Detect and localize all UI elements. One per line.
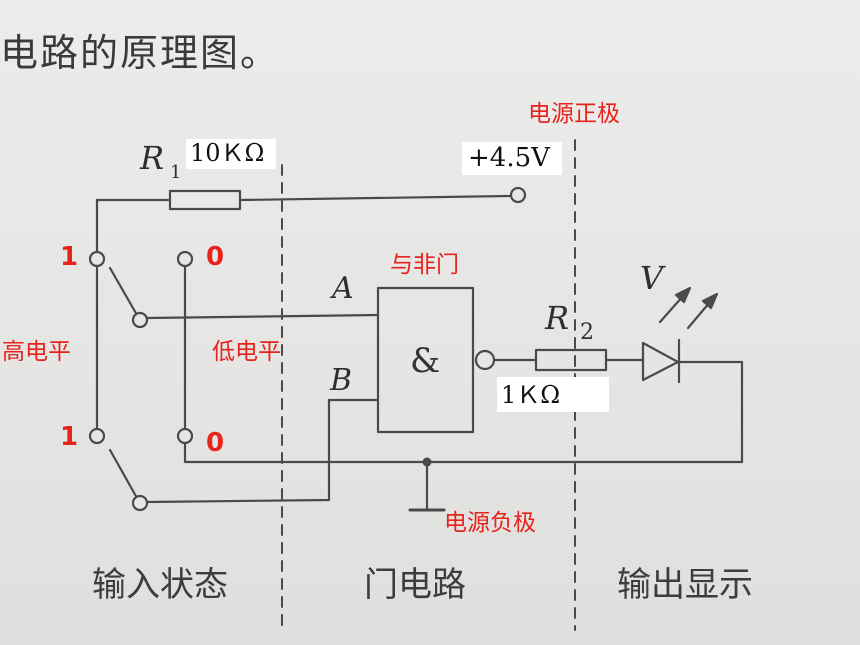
led-ray-2 — [686, 300, 712, 330]
switch-low-top-label: 0 — [206, 242, 225, 272]
section-gate-label: 门电路 — [364, 565, 466, 605]
voltage-label: +4.5V — [462, 142, 562, 175]
switch-b-pivot — [131, 494, 149, 512]
section-input-label: 输入状态 — [92, 565, 228, 605]
gate-name-label: 与非门 — [390, 252, 459, 278]
nand-gate-box — [376, 286, 475, 434]
terminal-positive — [509, 186, 527, 204]
page-title: 电路的原理图。 — [0, 31, 281, 75]
nand-bubble — [474, 349, 496, 371]
r2-subscript: 2 — [580, 320, 594, 345]
led-triangle — [641, 341, 680, 382]
power-negative-label: 电源负极 — [444, 510, 536, 536]
switch-low-bottom-label: 0 — [206, 428, 225, 458]
input-b-label: B — [330, 363, 353, 398]
switch-a-blade — [108, 266, 139, 317]
switch-b-blade — [108, 448, 139, 500]
led-ray-1 — [658, 294, 685, 324]
input-a-label: A — [332, 271, 354, 306]
switch-a-pivot — [131, 311, 149, 329]
contact-low-bottom — [176, 427, 194, 445]
section-output-label: 输出显示 — [617, 565, 753, 605]
wire-ground — [183, 360, 744, 464]
r2-symbol: R — [545, 299, 570, 337]
high-level-label: 高电平 — [2, 339, 71, 365]
r1-symbol: R — [140, 139, 165, 177]
power-positive-label: 电源正极 — [528, 101, 620, 127]
led-label: V — [640, 259, 664, 297]
switch-high-bottom-label: 1 — [60, 422, 79, 452]
contact-high-bottom — [88, 427, 106, 445]
led-arrow-2 — [701, 292, 719, 310]
nand-gate-symbol: & — [410, 341, 441, 381]
led-arrow-1 — [674, 286, 692, 304]
wire-r1-right — [238, 194, 513, 202]
switch-high-top-label: 1 — [60, 242, 79, 272]
resistor-r1 — [168, 189, 242, 211]
r1-value-label: 10ＫΩ — [186, 139, 276, 169]
resistor-r2 — [534, 348, 608, 372]
wire-input-b — [145, 398, 380, 504]
contact-low-top — [176, 250, 194, 268]
wire-r1-left — [95, 198, 172, 254]
r2-value-label: 1ＫΩ — [497, 377, 609, 412]
r1-subscript: 1 — [170, 162, 182, 183]
low-level-label: 低电平 — [212, 339, 281, 365]
wire-input-a — [145, 313, 380, 320]
contact-high-top — [88, 250, 106, 268]
ground-junction — [422, 457, 432, 467]
